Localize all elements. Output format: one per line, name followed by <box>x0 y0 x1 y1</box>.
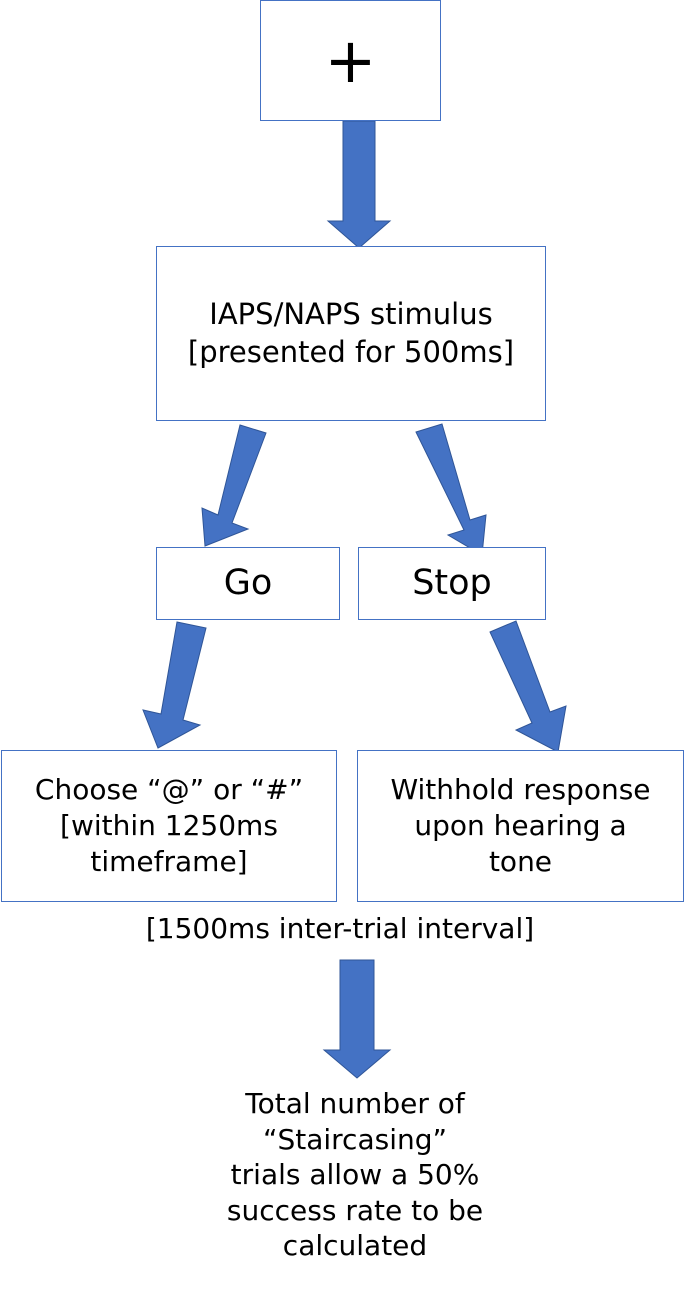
go-response-line-3: timeframe] <box>90 844 248 878</box>
outcome-line-2: “Staircasing” <box>262 1122 448 1156</box>
outcome-line-1: Total number of <box>245 1087 465 1120</box>
stop-label: Stop <box>412 563 492 604</box>
arrow-stop-to-withhold <box>489 620 567 753</box>
arrow-stimulus-to-stop <box>415 423 487 556</box>
outcome-line-4: success rate to be <box>226 1193 484 1227</box>
go-label: Go <box>223 563 273 604</box>
arrow-interval-to-outcome <box>322 959 392 1079</box>
go-box: Go <box>156 547 340 620</box>
go-response-box: Choose “@” or “#” [within 1250ms timefra… <box>1 750 337 902</box>
inter-trial-interval-label: [1500ms inter-trial interval] <box>145 912 535 945</box>
stop-response-line-1: Withhold response <box>390 773 651 807</box>
stimulus-line-2: [presented for 500ms] <box>187 334 515 369</box>
arrow-fixation-to-stimulus <box>326 120 392 249</box>
arrow-stimulus-to-go <box>201 424 267 547</box>
outcome-text: Total number of “Staircasing” trials all… <box>150 1086 560 1264</box>
stop-box: Stop <box>358 547 546 620</box>
stimulus-box: IAPS/NAPS stimulus [presented for 500ms] <box>156 246 546 421</box>
stop-response-box: Withhold response upon hearing a tone <box>357 750 684 902</box>
outcome-line-5: calculated <box>282 1229 428 1263</box>
go-response-line-1: Choose “@” or “#” <box>34 773 304 807</box>
arrow-go-to-choose <box>142 621 207 749</box>
stimulus-line-1: IAPS/NAPS stimulus <box>209 297 493 332</box>
stop-response-line-2: upon hearing a <box>414 809 627 843</box>
fixation-box: + <box>260 0 441 121</box>
stop-response-line-3: tone <box>488 844 553 878</box>
outcome-line-3: trials allow a 50% <box>230 1158 480 1192</box>
fixation-cross: + <box>324 23 377 97</box>
go-response-line-2: [within 1250ms <box>60 809 278 843</box>
